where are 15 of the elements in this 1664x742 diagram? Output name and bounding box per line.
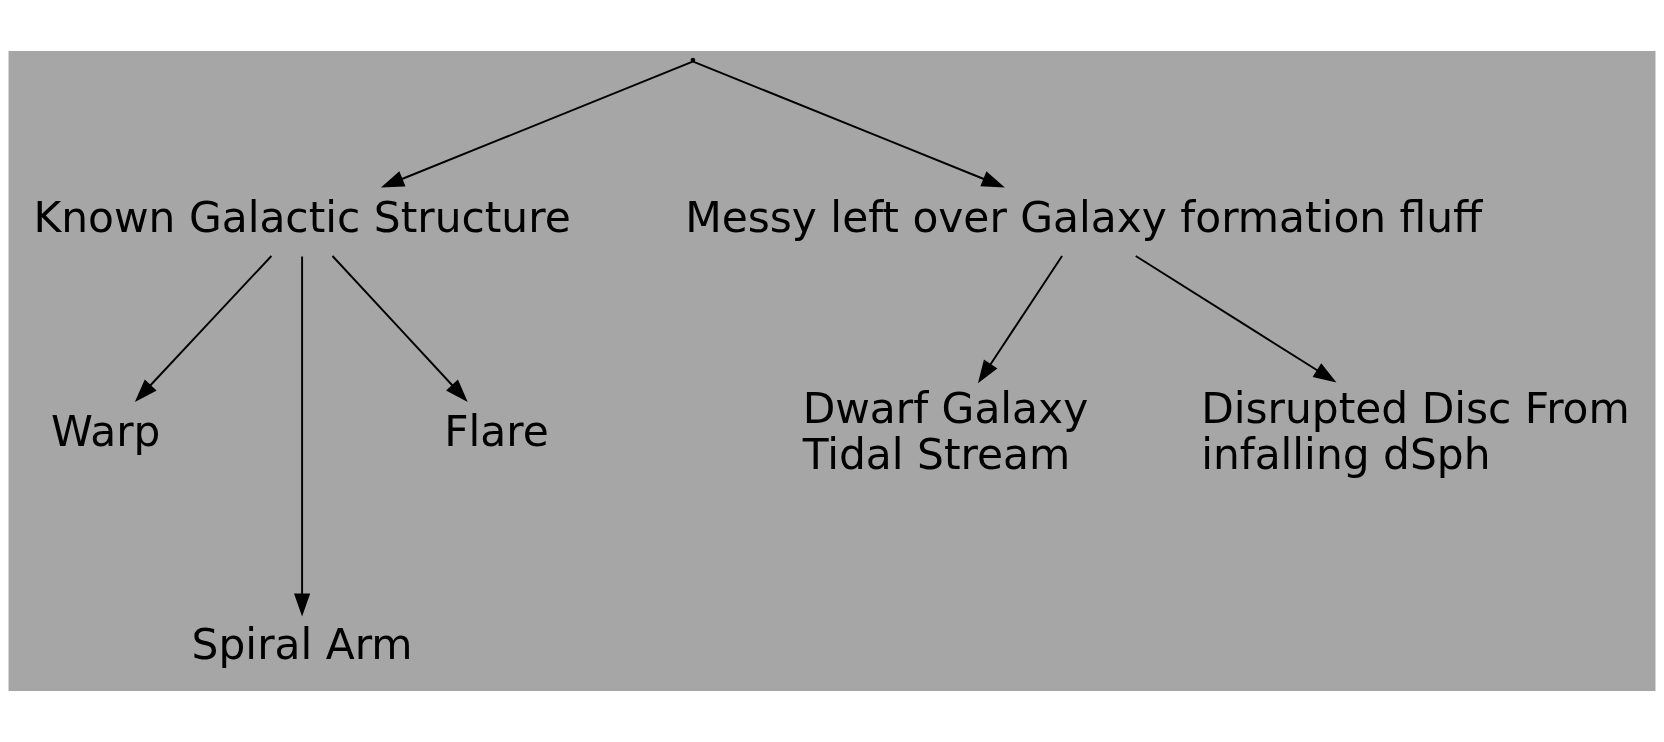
arrow (331, 255, 468, 402)
node-text: Warp (51, 406, 161, 456)
node-text: Messy left over Galaxy formation fluff (685, 193, 1483, 243)
node-text: Flare (444, 406, 549, 456)
node-text: Dwarf Galaxy Tidal Stream (802, 383, 1089, 479)
arrow (294, 255, 311, 617)
arrow (977, 255, 1064, 384)
node-text: Spiral Arm (191, 620, 413, 670)
arrow (134, 255, 273, 402)
node-text: Known Galactic Structure (33, 193, 571, 243)
arrow (692, 60, 1005, 188)
arrow (1134, 255, 1337, 383)
arrow (380, 60, 694, 188)
node-text: Disrupted Disc From infalling dSph (1201, 383, 1630, 479)
node-point (690, 57, 696, 63)
